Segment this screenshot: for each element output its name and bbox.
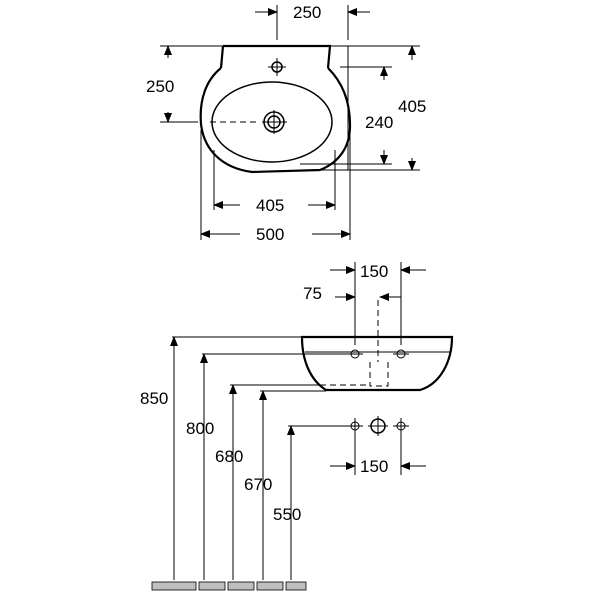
dim-850: 850 bbox=[140, 389, 168, 408]
mounting-hole-right bbox=[393, 349, 409, 359]
dim-800: 800 bbox=[186, 419, 214, 438]
connection-left bbox=[347, 418, 363, 434]
dim-405-right: 405 bbox=[398, 97, 426, 116]
basin-outer-outline bbox=[199, 67, 352, 174]
dim-405-bowl: 405 bbox=[256, 196, 284, 215]
dim-670: 670 bbox=[244, 475, 272, 494]
dim-150-top: 150 bbox=[360, 262, 388, 281]
dim-250-top: 250 bbox=[293, 3, 321, 22]
side-view: 150 75 850 800 680 670 550 bbox=[140, 262, 454, 591]
connection-right bbox=[393, 418, 409, 434]
dim-250-left: 250 bbox=[146, 77, 174, 96]
top-view: 250 250 240 405 405 500 bbox=[146, 3, 426, 244]
dim-550: 550 bbox=[273, 505, 301, 524]
connection-centre bbox=[368, 416, 388, 436]
dim-75: 75 bbox=[303, 284, 322, 303]
dim-500: 500 bbox=[256, 225, 284, 244]
dim-240: 240 bbox=[365, 113, 393, 132]
dim-680: 680 bbox=[215, 447, 243, 466]
floor-blocks bbox=[151, 581, 307, 591]
basin-side-profile bbox=[300, 335, 454, 392]
dim-150-bottom: 150 bbox=[360, 457, 388, 476]
